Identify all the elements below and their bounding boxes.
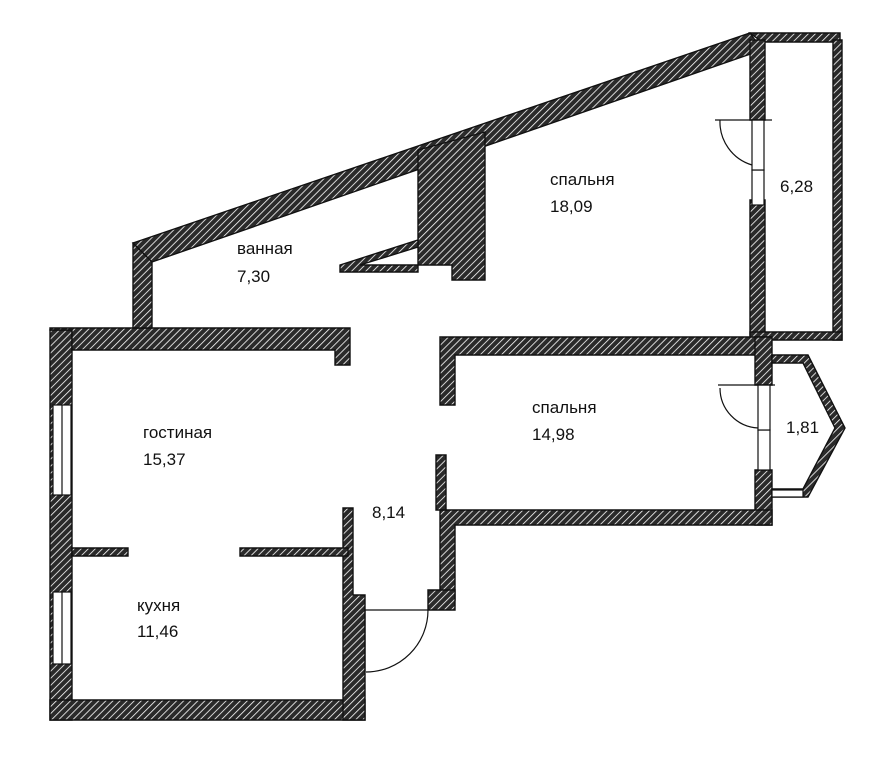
bedroom-top-area: 18,09 xyxy=(550,197,593,216)
wall-living-top xyxy=(49,327,351,366)
wall-kitchen-left xyxy=(71,547,129,557)
wall-bay xyxy=(771,354,846,498)
wall-entry-right xyxy=(427,589,456,611)
bathroom-area: 7,30 xyxy=(237,267,270,286)
door-balcony-top[interactable] xyxy=(715,119,772,171)
door-balcony-mid[interactable] xyxy=(718,384,775,431)
wall-bath-diagonal xyxy=(339,239,419,273)
wall-hall-left xyxy=(342,507,366,721)
wall-midbed-bottom xyxy=(439,509,773,601)
door-entrance[interactable] xyxy=(364,609,429,673)
wall-balcony-right xyxy=(832,39,843,341)
wall-bedroom-right-2 xyxy=(749,199,766,336)
kitchen-area: 11,46 xyxy=(137,622,178,641)
living-area: 15,37 xyxy=(143,450,186,469)
window-bedroom-top xyxy=(751,169,765,206)
wall-bath-column xyxy=(417,131,486,281)
wall-kitchen-right xyxy=(239,547,349,557)
wall-midbed-right xyxy=(754,336,773,386)
balcony-top-area: 6,28 xyxy=(780,177,813,196)
bedroom-mid-name: спальня xyxy=(532,398,597,417)
bathroom-name: ванная xyxy=(237,239,293,258)
kitchen-name: кухня xyxy=(137,596,180,615)
living-name: гостиная xyxy=(143,423,212,442)
bedroom-top-name: спальня xyxy=(550,170,615,189)
balcony-mid-area: 1,81 xyxy=(786,418,819,437)
window-bedroom-mid xyxy=(757,429,771,471)
window-bay xyxy=(771,489,804,498)
hall-area: 8,14 xyxy=(372,503,405,522)
wall-bedroom-right xyxy=(749,39,766,121)
bedroom-mid-area: 14,98 xyxy=(532,425,575,444)
wall-bottom xyxy=(49,699,366,721)
wall-midbed-left xyxy=(435,454,447,511)
